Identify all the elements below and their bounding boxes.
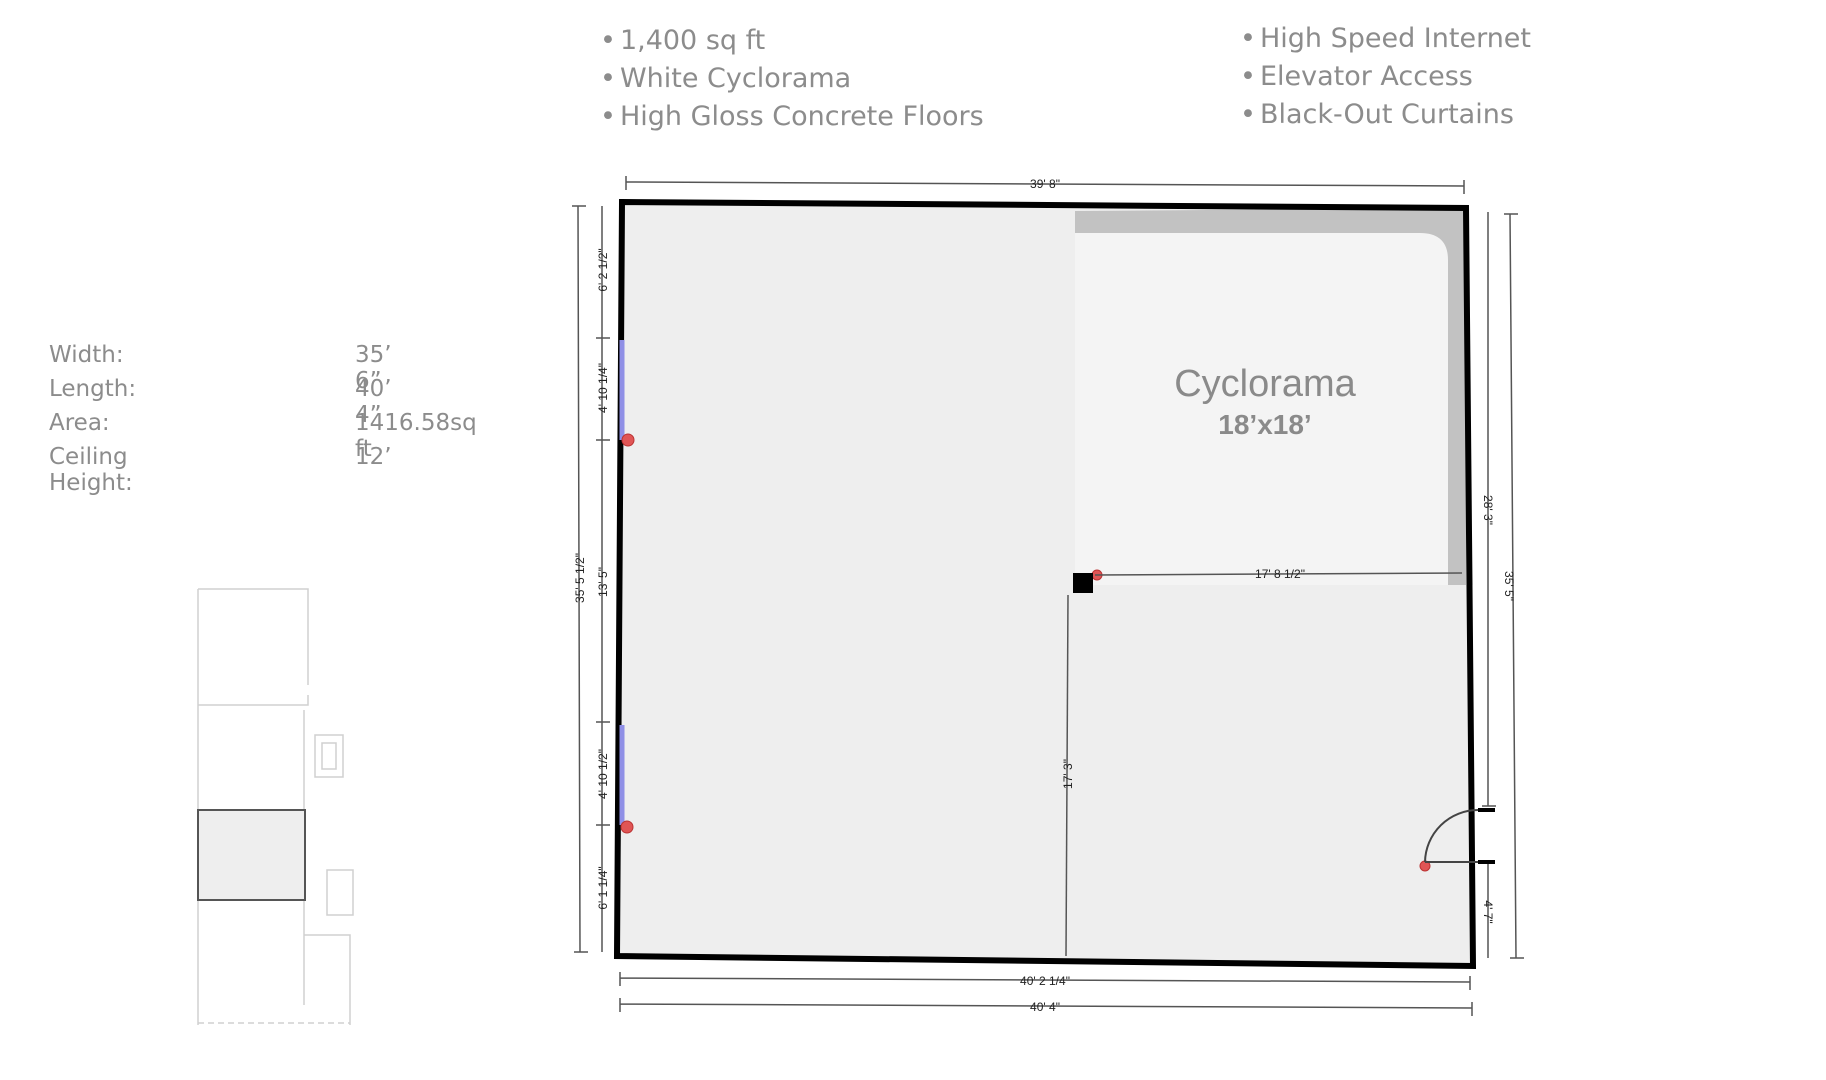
dim-line-right-total (1504, 213, 1524, 959)
map-elevator (326, 869, 354, 916)
dim-label-bottom-outer: 40' 4" (1030, 1000, 1060, 1014)
map-stair (321, 742, 337, 770)
door-swing (1424, 809, 1479, 863)
dim-label-right-door: 4' 7" (1481, 900, 1495, 923)
studio-highlight (197, 809, 306, 901)
dim-label-left-seg3: 6' 1 1/4" (596, 866, 610, 909)
dim-line-right-upper (1482, 212, 1496, 958)
map-stair (314, 734, 344, 778)
map-outline (304, 934, 351, 1025)
outlet-marker (620, 820, 634, 834)
dim-label-top: 39' 8" (1030, 177, 1060, 191)
feature-item: Elevator Access (1240, 58, 1531, 96)
dim-label-left-total: 35' 5 1/2" (573, 553, 587, 603)
dim-label-left-seg2: 13' 5" (596, 567, 610, 597)
spec-value: 1416.58sq ft (355, 410, 477, 462)
map-outline (198, 695, 309, 706)
map-outline (198, 588, 309, 685)
cyclorama-size: 18’x18’ (1218, 409, 1311, 440)
dim-line-left-total (572, 205, 588, 953)
spec-value: 12’ (355, 444, 392, 470)
building-location-map (197, 588, 354, 1025)
spec-label: Area: (49, 410, 110, 436)
dim-label-right-total: 35' 5" (1502, 571, 1516, 601)
door-frame (1478, 808, 1495, 864)
dim-line-cyc-width (1094, 572, 1463, 576)
dim-label-right-upper: 28' 3" (1481, 495, 1495, 525)
dim-line-bottom-outer (619, 998, 1473, 1016)
spec-value: 35’ 6” (355, 342, 392, 394)
dim-label-left-window1: 4' 10 1/4" (596, 363, 610, 413)
dim-line-top (625, 176, 1465, 194)
dim-line-column (1065, 594, 1069, 957)
spec-value: 40’ 4” (355, 376, 392, 428)
dim-line-left-segments (596, 206, 610, 952)
dim-label-column: 17' 3" (1061, 759, 1075, 789)
structural-column (1073, 573, 1093, 593)
feature-item: High Gloss Concrete Floors (600, 98, 984, 136)
feature-item: 1,400 sq ft (600, 22, 984, 60)
room-walls (613, 198, 1477, 970)
cyclorama-title: Cyclorama (1174, 363, 1356, 405)
outlet-marker (621, 433, 635, 447)
spec-label: Length: (49, 376, 137, 402)
floor-plan: 39' 8" 40' 2 1/4" 40' 4" 35' 5 1/2" 6' 2… (572, 176, 1524, 1016)
spec-label: Ceiling Height: (49, 444, 133, 496)
feature-item: High Speed Internet (1240, 20, 1531, 58)
feature-item: White Cyclorama (600, 60, 984, 98)
feature-item: Black-Out Curtains (1240, 96, 1531, 134)
dim-line-bottom-inner (619, 972, 1471, 990)
features-list-right: High Speed Internet Elevator Access Blac… (1240, 20, 1531, 134)
dim-label-left-window2: 4' 10 1/2" (596, 749, 610, 799)
dim-label-left-seg1: 6' 2 1/2" (596, 248, 610, 291)
cyclorama-area (1075, 208, 1473, 585)
dim-label-cyc-width: 17' 8 1/2" (1255, 567, 1305, 581)
dim-label-bottom-inner: 40' 2 1/4" (1020, 974, 1070, 988)
spec-label: Width: (49, 342, 124, 368)
features-list-left: 1,400 sq ft White Cyclorama High Gloss C… (600, 22, 984, 136)
